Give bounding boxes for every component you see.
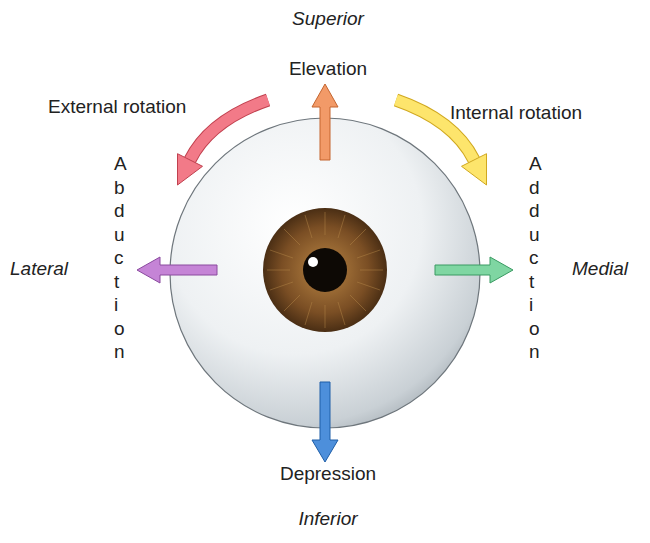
direction-label: Lateral (10, 258, 68, 280)
iris (263, 208, 387, 332)
highlight (308, 257, 318, 267)
movement-label: External rotation (48, 96, 186, 118)
abduction-arrow (137, 257, 217, 283)
movement-label: Depression (280, 463, 376, 485)
depression-arrow (312, 382, 338, 462)
direction-label: Superior (292, 8, 364, 30)
movement-label: Adduction (529, 152, 530, 364)
movement-label: Internal rotation (450, 102, 582, 124)
movement-label: Abduction (114, 152, 115, 364)
adduction-arrow (435, 257, 513, 283)
external-rotation-arrow (178, 100, 269, 185)
movement-label: Elevation (289, 58, 367, 80)
direction-label: Medial (572, 258, 628, 280)
elevation-arrow (312, 84, 338, 160)
direction-label: Inferior (298, 508, 357, 530)
pupil (303, 248, 347, 292)
iris-fibres (267, 212, 383, 328)
